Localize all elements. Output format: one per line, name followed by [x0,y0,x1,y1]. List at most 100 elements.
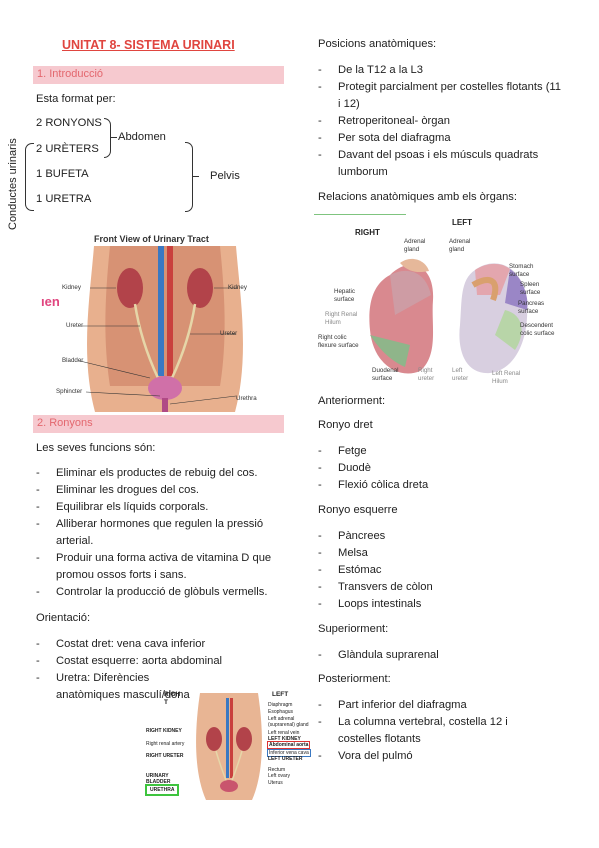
label-urethra: Urethra [236,395,257,402]
functions-lead: Les seves funcions són: [36,442,156,454]
list-item: Costat dret: vena cava inferior [36,636,268,653]
side-label: Conductes urinaris [7,138,19,230]
intro-item-kidneys: 2 RONYONS [36,117,102,129]
fig2-left-ureter: Left ureter [452,367,469,382]
list-item: Flexió còlica dreta [318,477,563,494]
list-item: Protegit parcialment per costelles flota… [318,79,563,113]
intro-item-urethra: 1 URETRA [36,193,92,205]
kidney-surfaces-illustration [369,258,528,374]
intro-lead: Esta format per: [36,93,116,105]
fig3-label-left-ureter: LEFT URETER [268,756,303,762]
group-pelvis-label: Pelvis [210,170,240,182]
abdomen-brace-tick [110,137,117,138]
figure2-right-label: RIGHT [355,228,380,237]
list-item: Alliberar hormones que regulen la pressi… [36,516,286,550]
label-kidney-left: Kidney [62,284,81,291]
fig2-spleen: Spleen surface [520,281,541,296]
list-item: Costat esquerre: aorta abdominal [36,653,268,670]
list-item: Glàndula suprarenal [318,647,563,664]
superior-list: Glàndula suprarenal [318,647,563,664]
right-kidney-subheading: Ronyo dret [318,419,373,431]
figure3-left-label: LEFT [272,691,289,698]
fig3-label-bladder: URINARY BLADDER [146,773,171,785]
list-item: Part inferior del diafragma [318,697,528,714]
list-item: Davant del psoas i els músculs quadrats … [318,147,563,181]
anterior-heading: Anteriorment: [318,395,386,407]
figure3-right-label: RIGH T [164,691,181,706]
list-item: Transvers de còlon [318,579,563,596]
list-item: Per sota del diafragma [318,130,563,147]
fig2-descendent-colic: Descendent colic surface [520,322,555,337]
intro-item-bladder: 1 BUFETA [36,168,89,180]
pelvis-brace [185,142,193,212]
right-kidney-list: Fetge Duodè Flexió còlica dreta [318,443,563,494]
posterior-list: Part inferior del diafragma La columna v… [318,697,528,765]
fig3-label-right-ureter: RIGHT URETER [146,753,184,759]
functions-list: Eliminar els productes de rebuig del cos… [36,465,286,601]
fig2-right-ureter: Right ureter [418,367,435,382]
fig2-pancreas: Pancreas surface [518,300,545,315]
fig2-adrenal-left: Adrenal gland [449,238,471,253]
fig3-label-aorta: Abdominal aorta [267,741,311,749]
fig3-label-urethra: URETHRA [145,784,180,796]
fig2-right-colic: Right colic flexure surface [318,334,359,349]
fig2-right-hilum: Right Renal Hilum [325,311,358,326]
label-ureter-right: Ureter [220,330,238,337]
list-item: Eliminar les drogues del cos. [36,482,286,499]
positions-list: De la T12 a la L3 Protegit parcialment p… [318,62,563,181]
fig2-left-hilum: Left Renal Hilum [492,370,521,385]
overlay-fragment: ıen [41,294,60,309]
fig2-stomach: Stomach surface [509,263,534,278]
fig2-hepatic-surface: Hepatic surface [334,288,355,303]
body-diagram-illustration [196,693,262,800]
fig2-duodenal: Duodenal surface [372,367,399,382]
fig3-label-left-ovary: Left ovary [268,773,290,779]
orientation-list: Costat dret: vena cava inferior Costat e… [36,636,268,704]
group-abdomen-label: Abdomen [118,131,166,143]
list-item: Eliminar els productes de rebuig del cos… [36,465,286,482]
list-item: De la T12 a la L3 [318,62,563,79]
posterior-heading: Posteriorment: [318,673,391,685]
fig3-label-esophagus: Esophagus [268,709,294,715]
urinary-tract-illustration [79,246,243,412]
list-item: Duodè [318,460,563,477]
abdomen-brace [104,118,111,158]
list-item: La columna vertebral, costella 12 i cost… [318,714,528,748]
orientation-lead: Orientació: [36,612,91,624]
list-item: Fetge [318,443,563,460]
fig2-adrenal-right: Adrenal gland [404,238,426,253]
pelvis-brace-tick [192,176,199,177]
conductes-brace [25,143,34,211]
fig3-label-vena-cava: Inferior vena cava [267,749,311,757]
page-title: UNITAT 8- SISTEMA URINARI [62,38,235,52]
list-item: Pàncrees [318,528,563,545]
left-kidney-list: Pàncrees Melsa Estómac Transvers de còlo… [318,528,563,613]
list-item: Produir una forma activa de vitamina D q… [36,550,286,584]
list-item: Loops intestinals [318,596,563,613]
list-item: Retroperitoneal- òrgan [318,113,563,130]
fig3-label-adrenal: Left adrenal (suprarenal) gland [268,716,309,728]
fig3-label-diaphragm: Diaphragm [268,702,293,708]
relations-heading: Relacions anatòmiques amb els òrgans: [318,191,517,203]
label-sphincter: Sphincter [56,388,83,395]
left-kidney-subheading: Ronyo esquerre [318,504,398,516]
list-item: Vora del pulmó [318,748,528,765]
list-item: Melsa [318,545,563,562]
fig3-label-renal-artery: Right renal artery [146,741,185,747]
fig3-label-left-kidney: LEFT KIDNEY [268,736,301,742]
divider [314,214,406,215]
superior-heading: Superiorment: [318,623,389,635]
section-kidneys-heading: 2. Ronyons [33,415,284,433]
list-item: Uretra: Diferències anatòmiques masculí/… [36,670,211,704]
fig3-label-right-kidney: RIGHT KIDNEY [146,728,182,734]
label-bladder: Bladder [62,357,84,364]
label-kidney-right: Kidney [228,284,247,291]
fig3-label-rectum: Rectum [268,767,286,773]
list-item: Controlar la producció de glòbuls vermel… [36,584,286,601]
figure2-left-label: LEFT [452,218,472,227]
fig3-label-uterus: Uterus [268,780,283,786]
section-intro-heading: 1. Introducció [33,66,284,84]
label-ureter-left: Ureter [66,322,84,329]
list-item: Estómac [318,562,563,579]
positions-heading: Posicions anatòmiques: [318,38,437,50]
